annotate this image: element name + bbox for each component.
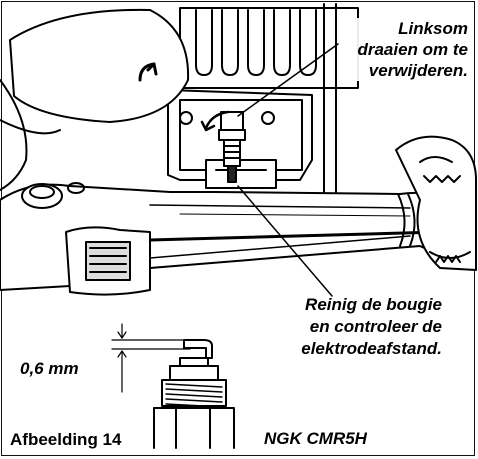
callout-remove-line-3: verwijderen. <box>368 61 468 80</box>
figure-caption: Afbeelding 14 <box>10 430 122 449</box>
gap-dimension <box>111 323 191 393</box>
callout-clean-line-3: elektrodeafstand. <box>301 339 442 358</box>
spark-plug-part-label: NGK CMR5H <box>264 429 367 448</box>
callout-remove-line-2: draaien om te <box>357 40 468 59</box>
callout-clean-instruction: Reinig de bougie en controleer de elektr… <box>299 294 444 360</box>
handle-housing <box>0 8 190 191</box>
cylinder-fins <box>179 3 359 201</box>
leader-line-remove <box>237 43 339 117</box>
left-knob <box>21 182 85 209</box>
electrode-gap-label: 0,6 mm <box>20 359 79 378</box>
callout-remove-line-1: Linksom <box>398 19 468 38</box>
callout-remove-instruction: Linksom draaien om te verwijderen. <box>355 18 470 81</box>
callout-clean-line-2: en controleer de <box>309 317 442 336</box>
ratchet-head <box>395 135 477 271</box>
callout-clean-line-1: Reinig de bougie <box>305 295 442 314</box>
leader-line-clean <box>237 185 333 297</box>
wrench-bar <box>0 183 477 296</box>
spark-plug-installed <box>200 110 246 183</box>
spark-plug-detail <box>153 339 235 449</box>
